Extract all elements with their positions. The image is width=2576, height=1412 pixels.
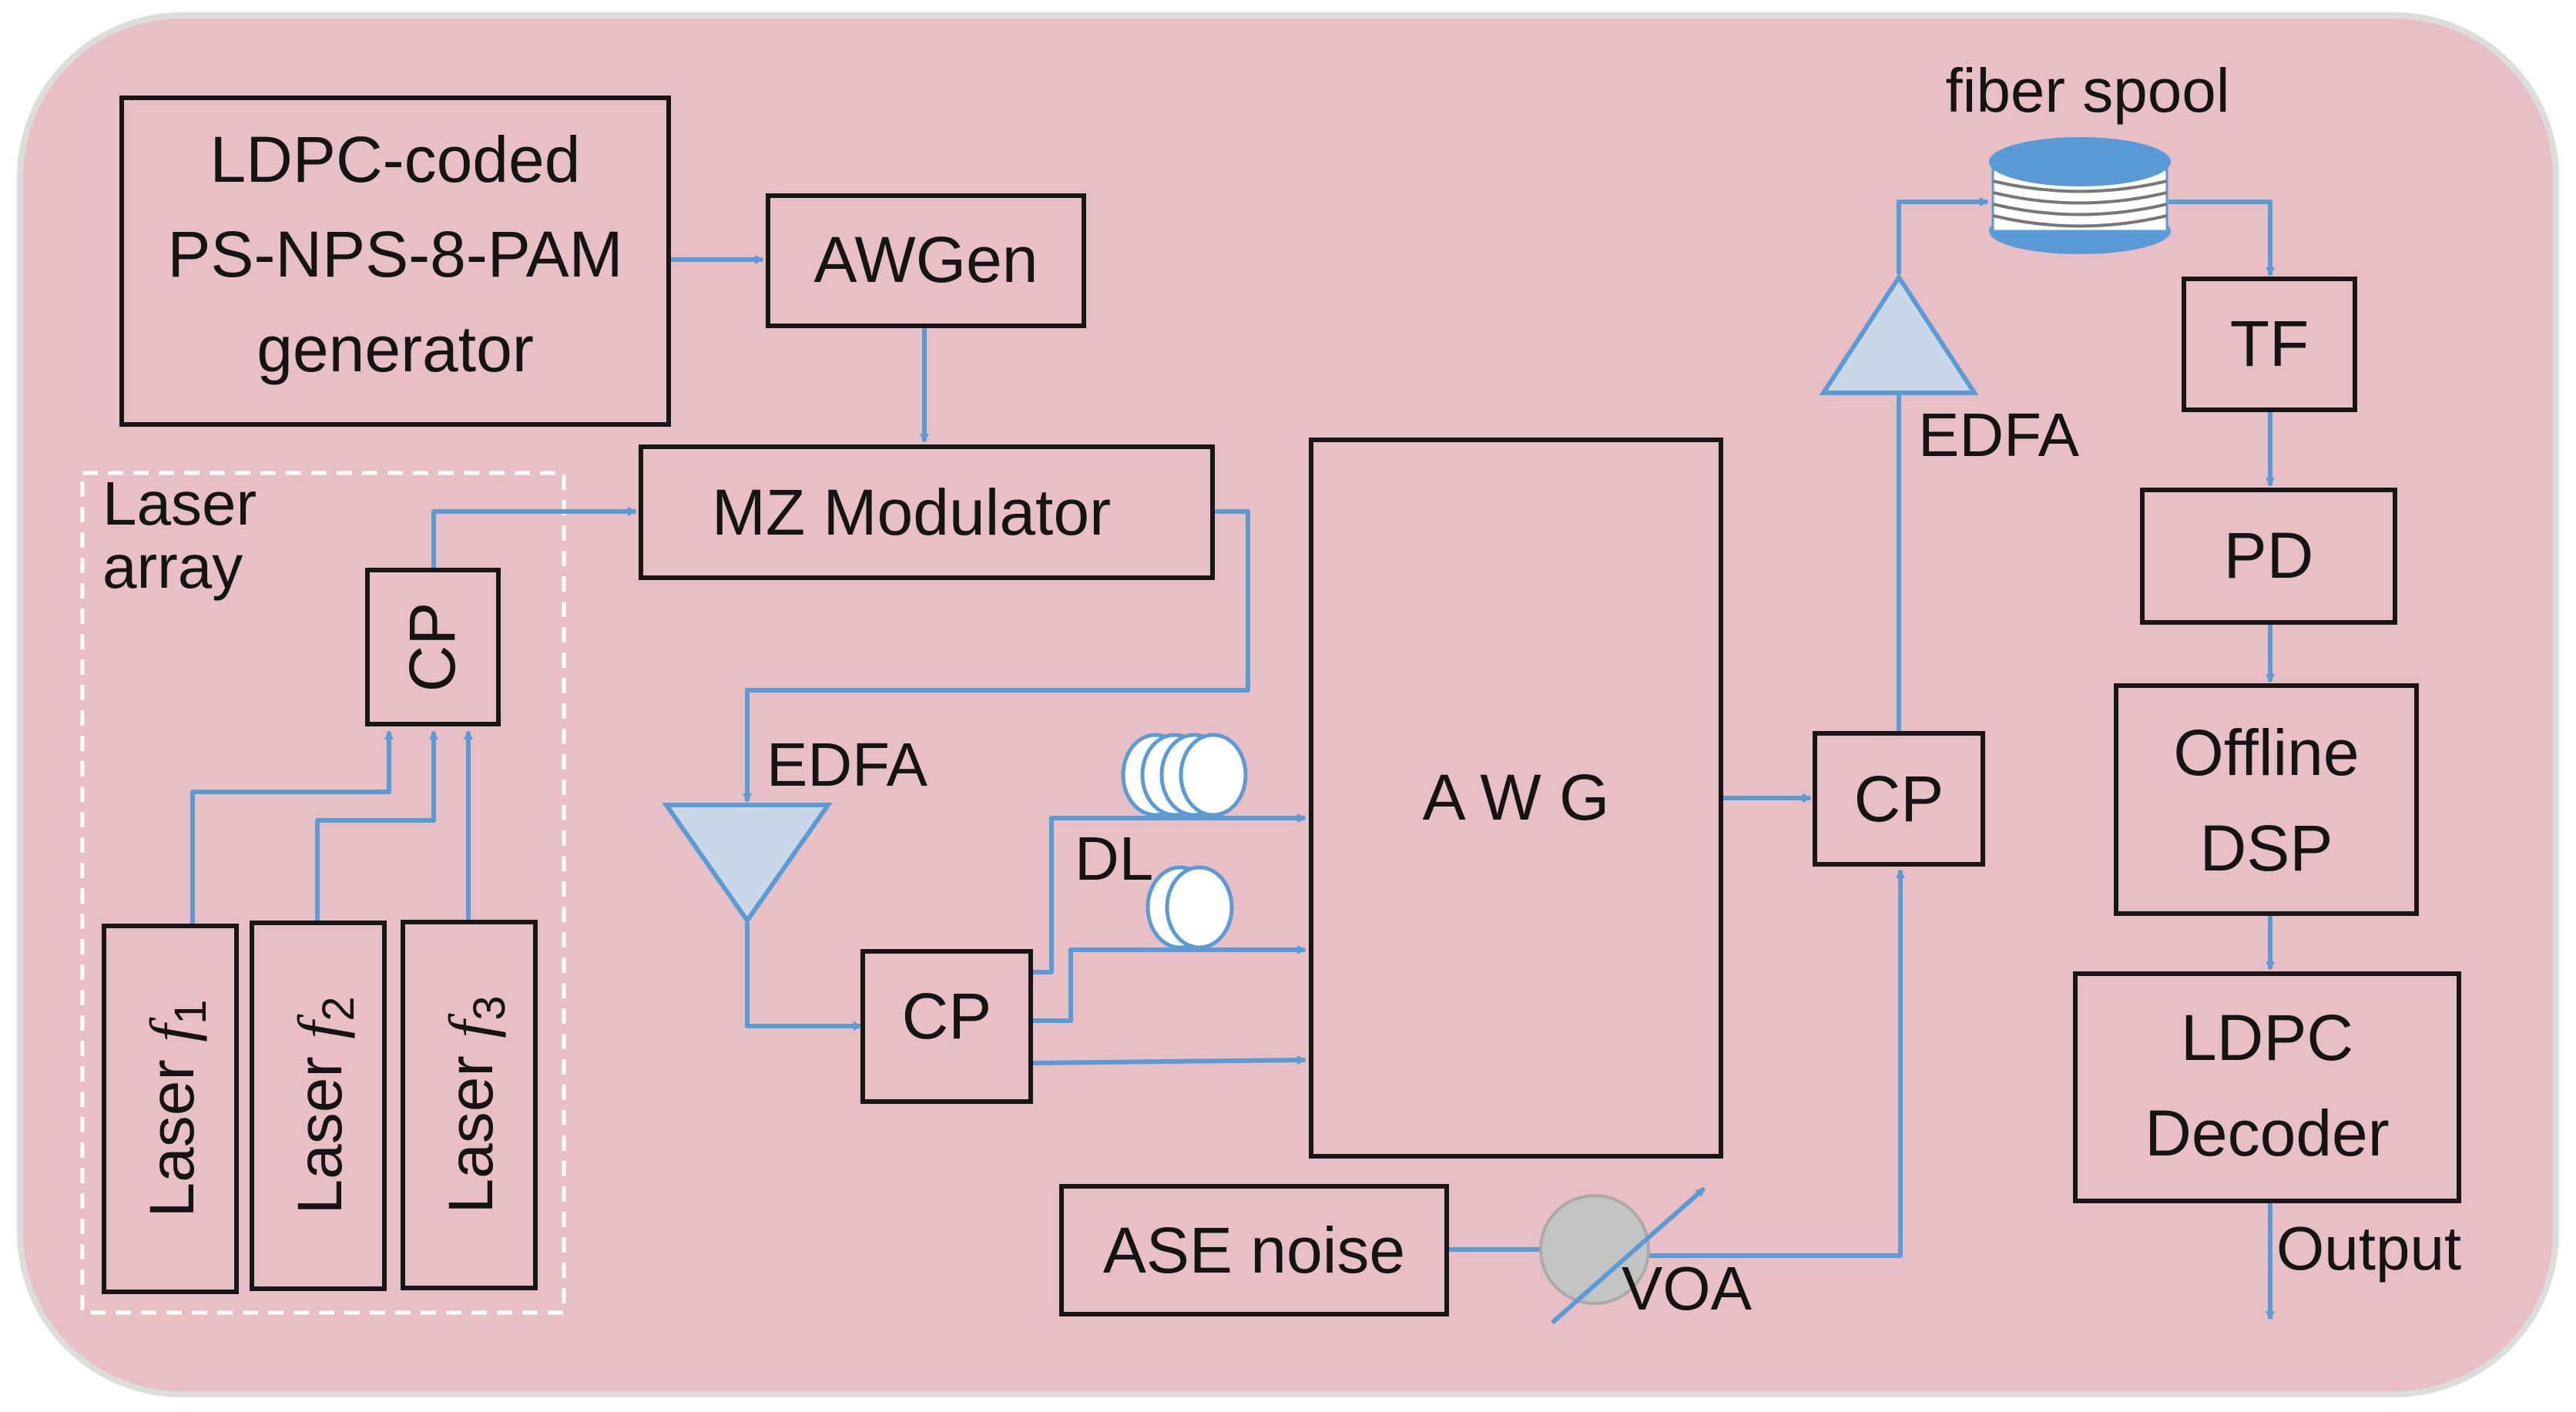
arrow-edfa-to-cp [745,923,863,1031]
pd-label: PD [2224,519,2314,592]
mz-modulator-block: MZ Modulator [639,444,1215,580]
edfa-left-amplifier: EDFA [662,730,928,925]
output-label: Output [2276,1214,2461,1283]
generator-label-line-2: PS-NPS-8-PAM [167,218,622,290]
laser-3-block: Laser f3 [401,920,538,1290]
arrow-spool-to-tf [2168,200,2275,277]
delay-line-1 [1121,733,1248,817]
generator-label-line-1: LDPC-coded [210,123,581,196]
connections [190,197,2275,1320]
tf-label: TF [2230,307,2309,380]
arrow-cp-to-awg-1 [1031,813,1306,974]
cp-laser-block: CP [365,568,501,726]
laser-1-block: Laser f1 [102,924,239,1294]
laser-array-label-line-2: array [102,532,243,601]
dl-label: DL [1075,824,1153,893]
voa-attenuator: VOA [1539,1186,1753,1325]
laser-3-label: Laser f3 [436,996,515,1214]
ase-noise-block: ASE noise [1059,1184,1449,1316]
generator-label-line-3: generator [257,313,534,385]
awgen-block: AWGen [766,193,1086,328]
edfa-right-amplifier: EDFA [1819,273,2080,469]
ase-noise-label: ASE noise [1103,1214,1405,1286]
ldpc-decoder-label-line-2: Decoder [2145,1097,2390,1169]
arrow-voa-to-cp [1624,869,1905,1258]
fiber-spool: fiber spool [1945,56,2230,254]
mz-modulator-label: MZ Modulator [712,476,1111,548]
awgen-label: AWGen [814,223,1038,296]
awg-label: A W G [1423,761,1610,833]
arrow-laser2-to-cp [315,730,438,921]
laser-array-label-line-1: Laser [102,469,257,538]
arrow-cp-to-awg-2 [1031,945,1306,1023]
arrow-cp-to-awg-3 [1030,1055,1306,1065]
edfa-right-label: EDFA [1918,401,2080,469]
laser-2-block: Laser f2 [250,921,387,1291]
cp-combine-block: CP [1813,731,1985,867]
pd-block: PD [2140,488,2397,625]
edfa-left-label: EDFA [766,730,928,799]
cp-laser-label: CP [396,602,468,693]
voa-label: VOA [1622,1254,1753,1323]
ldpc-decoder-block: LDPC Decoder [2073,971,2461,1203]
offline-dsp-label-line-1: Offline [2173,716,2359,789]
laser-1-label: Laser f1 [137,1000,216,1218]
generator-block: LDPC-coded PS-NPS-8-PAM generator [119,96,671,427]
laser-array-region [80,471,566,1315]
cp-split-block: CP [860,949,1033,1104]
offline-dsp-label-line-2: DSP [2200,812,2333,884]
cp-combine-label: CP [1854,763,1944,835]
laser-2-label: Laser f2 [285,997,364,1215]
tf-block: TF [2182,277,2357,412]
arrow-cp-to-modulator [431,507,637,570]
delay-line-2 [1145,865,1234,950]
awg-block: A W G [1309,438,1723,1159]
fiber-spool-label: fiber spool [1945,56,2229,125]
ldpc-decoder-label-line-1: LDPC [2181,1001,2353,1074]
arrow-edfa-to-spool [1897,197,1989,274]
arrow-laser1-to-cp [190,730,394,924]
arrow-modulator-to-edfa [743,509,1250,803]
cp-split-label: CP [902,980,992,1052]
offline-dsp-block: Offline DSP [2114,683,2419,916]
